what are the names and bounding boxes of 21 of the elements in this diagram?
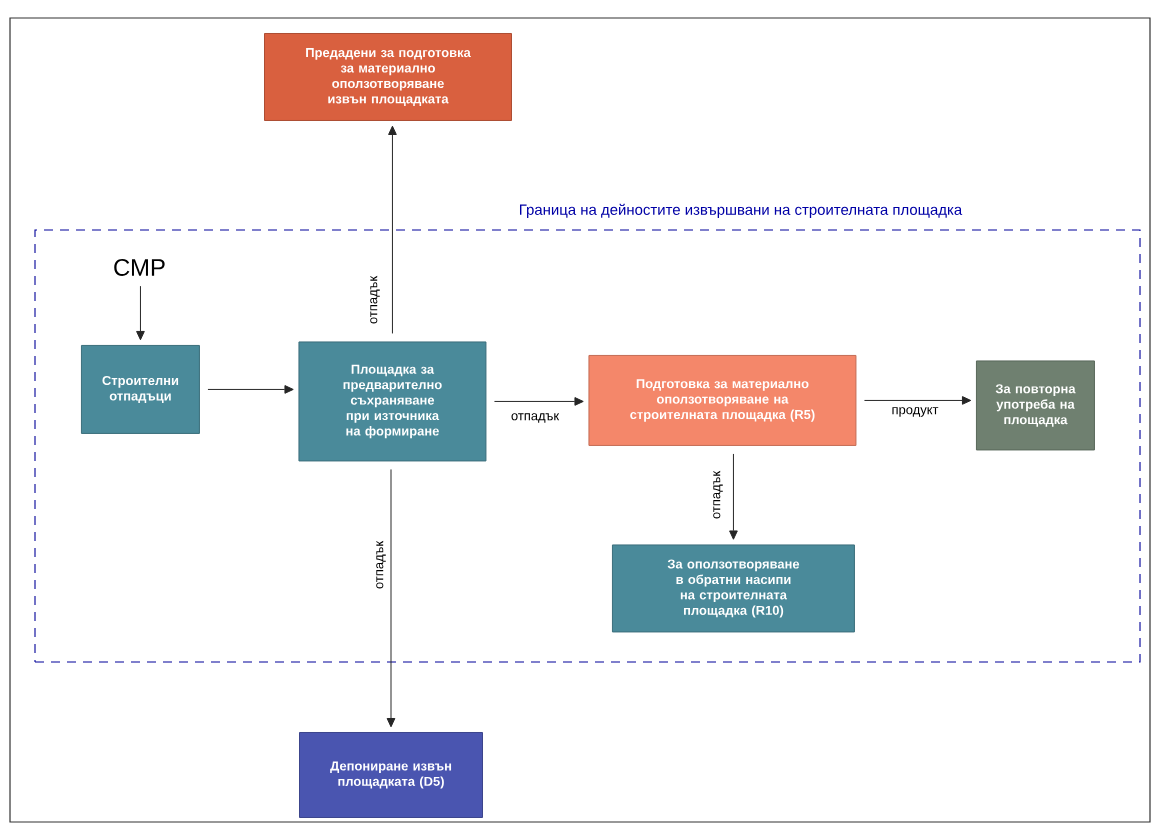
- process-box: Предадени за подготовка за материално оползотворяване извън площадката: [264, 33, 512, 121]
- edge-label: отпадък: [712, 469, 724, 521]
- arrow: [207, 385, 294, 394]
- process-box: За оползотворяване в обратни насипи на строителната площадка (R10): [611, 544, 855, 633]
- arrow: [136, 285, 145, 341]
- arrow: [863, 396, 972, 405]
- arrow: [388, 125, 397, 334]
- arrow: [386, 468, 396, 728]
- process-box: За повторна употреба на площадка: [975, 360, 1095, 451]
- arrow: [493, 397, 584, 406]
- node-label: Граница на дейностите извършвани на строителната площадка: [519, 203, 963, 218]
- process-box: Площадка за предварително съхраняване при източника на формиране: [298, 341, 487, 462]
- arrow: [729, 453, 738, 540]
- label-text: СМР: [114, 259, 165, 276]
- edge-label: отпадък: [509, 412, 561, 424]
- process-box: Строителни отпадъци: [80, 344, 200, 434]
- edge-label: продукт: [890, 406, 940, 418]
- process-box: Депониране извън площадката (D5): [299, 732, 483, 818]
- edge-label: отпадък: [375, 539, 387, 591]
- edge-label: отпадък: [369, 274, 381, 326]
- process-box: Подготовка за материално оползотворяване на строителната площадка (R5): [588, 354, 857, 446]
